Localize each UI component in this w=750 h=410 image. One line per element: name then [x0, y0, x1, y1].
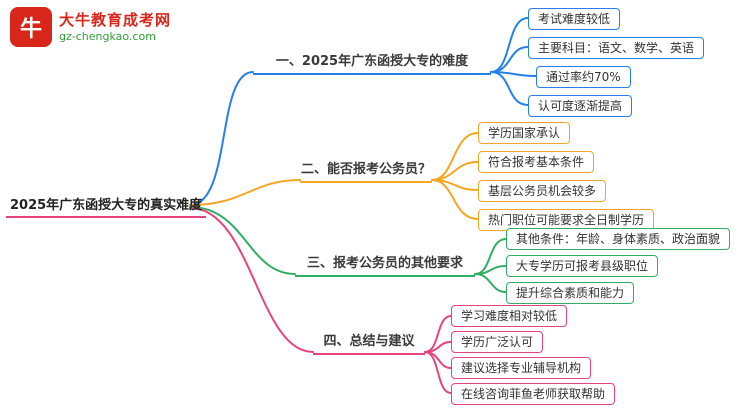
site-url: gz-chengkao.com	[59, 29, 156, 43]
leaf-node: 认可度逐渐提高	[528, 95, 633, 117]
branch-title-4: 四、总结与建议	[313, 330, 425, 355]
site-logo: 牛 大牛教育成考网 gz-chengkao.com	[10, 7, 171, 47]
branch-title-1: 一、2025年广东函授大专的难度	[253, 50, 491, 75]
branch-title-2: 二、能否报考公务员？	[300, 158, 432, 183]
site-name: 大牛教育成考网	[59, 10, 172, 29]
root-branch2-connector	[189, 179, 301, 206]
branch2-leaf-connector	[431, 132, 479, 181]
leaf-node: 通过率约70%	[536, 66, 631, 88]
leaf-node: 学历广泛认可	[451, 331, 544, 353]
leaf-node: 其他条件：年龄、身体素质、政治面貌	[506, 228, 731, 250]
leaf-node: 考试难度较低	[528, 8, 621, 30]
leaf-node: 基层公务员机会较多	[478, 180, 607, 202]
branch4-leaf-connector	[424, 351, 452, 369]
leaf-node: 学习难度相对较低	[451, 305, 568, 327]
root-branch3-connector	[189, 206, 296, 275]
branch-title-3: 三、报考公务员的其他要求	[295, 252, 475, 277]
branch3-leaf-connector	[474, 265, 507, 275]
leaf-node: 建议选择专业辅导机构	[451, 357, 592, 379]
leaf-node: 符合报考基本条件	[478, 151, 595, 173]
root-node: 2025年广东函授大专的真实难度	[6, 192, 207, 218]
branch3-leaf-connector	[474, 238, 507, 275]
branch1-leaf-connector	[490, 71, 529, 106]
branch1-leaf-connector	[490, 17, 529, 73]
root-branch1-connector	[189, 71, 254, 206]
branch4-leaf-connector	[424, 351, 452, 394]
leaf-node: 主要科目：语文、数学、英语	[528, 37, 705, 59]
leaf-node: 大专学历可报考县级职位	[506, 255, 659, 277]
branch3-leaf-connector	[474, 273, 507, 293]
leaf-node: 提升综合素质和能力	[506, 282, 635, 304]
branch2-leaf-connector	[431, 179, 479, 220]
leaf-node: 在线咨询菲鱼老师获取帮助	[451, 383, 616, 405]
logo-bull-icon: 牛	[10, 7, 52, 47]
branch1-leaf-connector	[490, 46, 529, 73]
root-branch4-connector	[189, 207, 314, 353]
leaf-node: 学历国家承认	[478, 122, 571, 144]
